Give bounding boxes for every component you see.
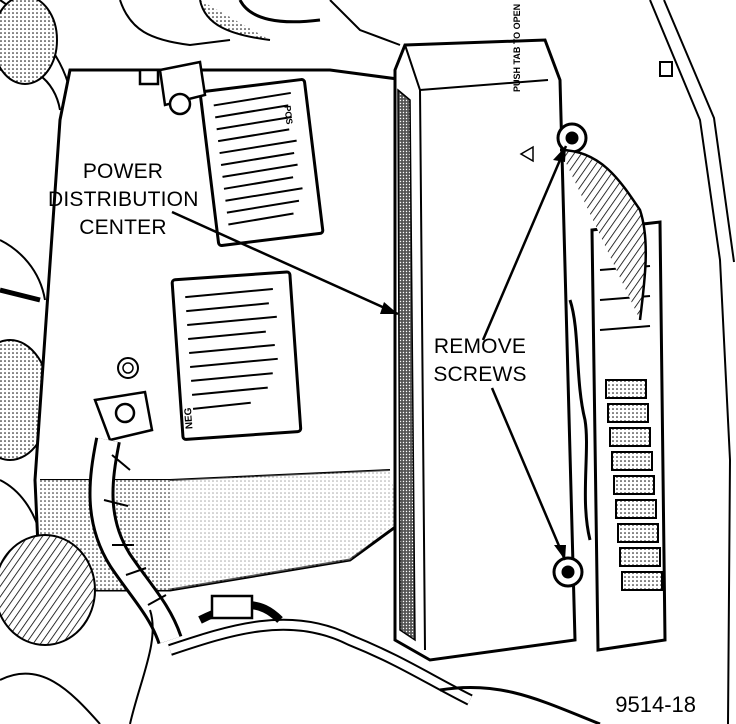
callout-screws-line-2: SCREWS [433,363,527,386]
battery-pos-label: POS [198,78,325,248]
figure-number: 9514-18 [615,692,696,717]
upper-screw-leader-line [481,145,568,341]
callout-pdc-line-2: DISTRIBUTION [48,188,199,211]
lower-screw-leader-line [490,387,567,561]
fender-edge [649,0,735,724]
pdc-leader-line [171,210,399,316]
battery-neg-label: NEG [170,270,303,441]
push-tab-text: PUSH TAB TO OPEN [512,4,522,92]
callout-pdc-line-1: POWER [82,160,164,183]
svg-text:PUSH TAB TO OPEN: PUSH TAB TO OPEN [512,4,522,92]
power-distribution-center-cover: PUSH TAB TO OPEN [393,4,577,662]
neg-text: NEG [183,407,196,430]
leader-lines [171,145,568,561]
callout-pdc-line-3: CENTER [79,216,167,239]
battery-cables [88,60,207,724]
callout-power-distribution-center: POWER DISTRIBUTION CENTER [48,158,198,242]
callout-remove-screws: REMOVE SCREWS [430,333,530,389]
pos-text: POS [282,105,294,125]
relay-bracket [559,148,667,652]
callout-screws-line-1: REMOVE [433,335,527,358]
battery: POS NEG [33,68,407,592]
wiring-harness [0,534,601,724]
